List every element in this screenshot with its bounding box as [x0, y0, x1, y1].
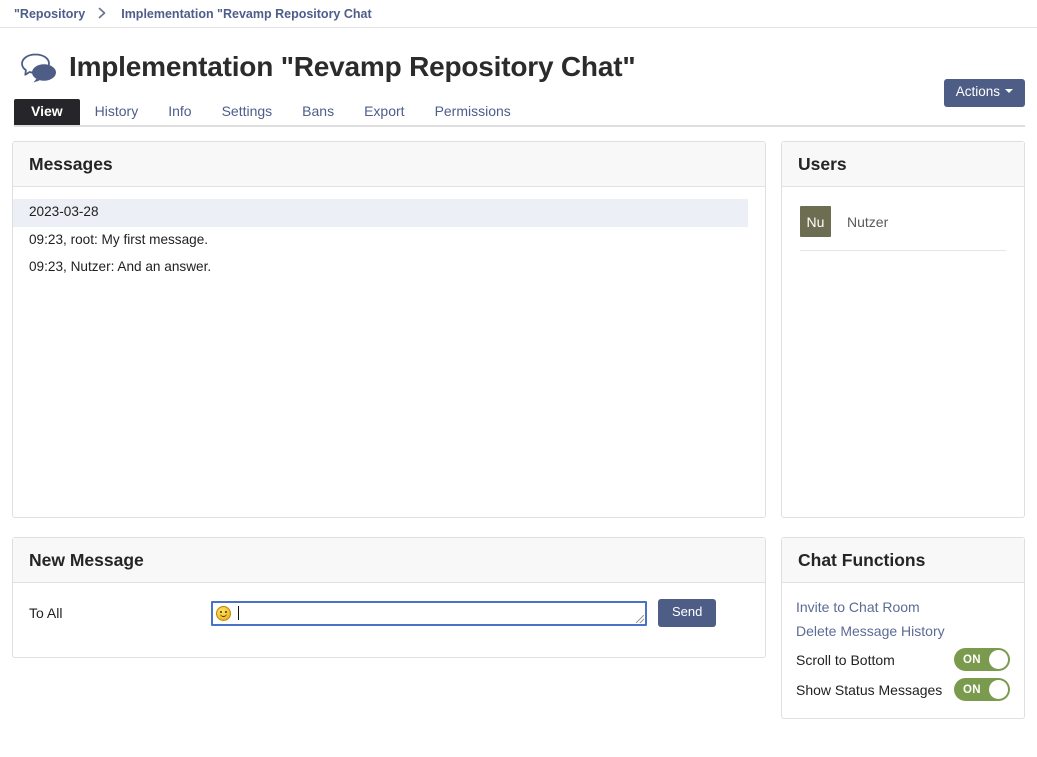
delete-message-history-link[interactable]: Delete Message History — [796, 623, 945, 640]
scroll-to-bottom-label: Scroll to Bottom — [796, 651, 895, 668]
scroll-to-bottom-toggle[interactable]: ON — [954, 648, 1010, 672]
chevron-down-icon — [1005, 89, 1013, 94]
message-row: 09:23, Nutzer: And an answer. — [29, 258, 212, 274]
new-message-body: To All Send — [13, 583, 765, 657]
tab-settings[interactable]: Settings — [207, 99, 288, 126]
chevron-right-icon — [98, 7, 107, 21]
toggle-state-label: ON — [963, 683, 981, 696]
show-status-messages-row: Show Status Messages ON — [796, 674, 1010, 704]
users-panel-title: Users — [782, 142, 1024, 188]
tab-info[interactable]: Info — [153, 99, 206, 126]
toggle-knob — [989, 680, 1008, 700]
tab-bans[interactable]: Bans — [287, 99, 349, 126]
content-area: Messages 2023-03-28 09:23, root: My firs… — [0, 127, 1037, 738]
show-status-messages-label: Show Status Messages — [796, 681, 943, 698]
user-name: Nutzer — [847, 213, 889, 230]
main-column: Messages 2023-03-28 09:23, root: My firs… — [12, 141, 766, 677]
new-message-panel-title: New Message — [13, 538, 765, 584]
breadcrumb-parent-link[interactable]: "Repository — [14, 6, 86, 21]
tab-permissions[interactable]: Permissions — [420, 99, 526, 126]
breadcrumb: "Repository Implementation "Revamp Repos… — [0, 0, 1037, 28]
invite-to-chat-room-link[interactable]: Invite to Chat Room — [796, 599, 920, 616]
chat-functions-panel-title: Chat Functions — [782, 538, 1024, 584]
message-input[interactable] — [211, 600, 647, 626]
text-cursor — [238, 606, 239, 621]
user-list-item[interactable]: Nu Nutzer — [800, 206, 1006, 252]
tab-export[interactable]: Export — [349, 99, 419, 126]
page-title: Implementation "Revamp Repository Chat" — [69, 50, 636, 82]
messages-panel: Messages 2023-03-28 09:23, root: My firs… — [12, 141, 766, 519]
actions-button-label: Actions — [955, 84, 1000, 99]
toggle-knob — [989, 650, 1008, 670]
tab-bar: View History Info Settings Bans Export P… — [14, 98, 1025, 127]
chat-functions-panel: Chat Functions Invite to Chat Room Delet… — [781, 537, 1025, 720]
chat-functions-body: Invite to Chat Room Delete Message Histo… — [782, 583, 1024, 718]
avatar: Nu — [800, 206, 831, 238]
new-message-form: To All Send — [29, 599, 749, 628]
message-row: 09:23, root: My first message. — [29, 231, 209, 247]
breadcrumb-current-link[interactable]: Implementation "Revamp Repository Chat — [121, 6, 372, 21]
smiley-face-icon[interactable] — [216, 605, 231, 621]
messages-panel-title: Messages — [13, 142, 765, 188]
resize-handle[interactable] — [636, 614, 644, 623]
page-header: Implementation "Revamp Repository Chat" … — [0, 28, 1037, 107]
chat-bubbles-icon — [18, 50, 60, 84]
toggle-state-label: ON — [963, 653, 981, 666]
tab-view[interactable]: View — [14, 98, 80, 125]
users-list: Nu Nutzer — [782, 187, 1024, 517]
actions-button[interactable]: Actions — [943, 79, 1025, 107]
messages-list[interactable]: 2023-03-28 09:23, root: My first message… — [13, 187, 765, 517]
scroll-to-bottom-row: Scroll to Bottom ON — [796, 644, 1010, 674]
message-date-row: 2023-03-28 — [13, 199, 748, 227]
send-button[interactable]: Send — [658, 599, 717, 628]
show-status-messages-toggle[interactable]: ON — [954, 678, 1010, 702]
side-column: Users Nu Nutzer Chat Functions Invite to… — [781, 141, 1025, 738]
recipient-label: To All — [29, 605, 63, 622]
tab-history[interactable]: History — [80, 99, 154, 126]
new-message-panel: New Message To All Send — [12, 537, 766, 659]
users-panel: Users Nu Nutzer — [781, 141, 1025, 519]
